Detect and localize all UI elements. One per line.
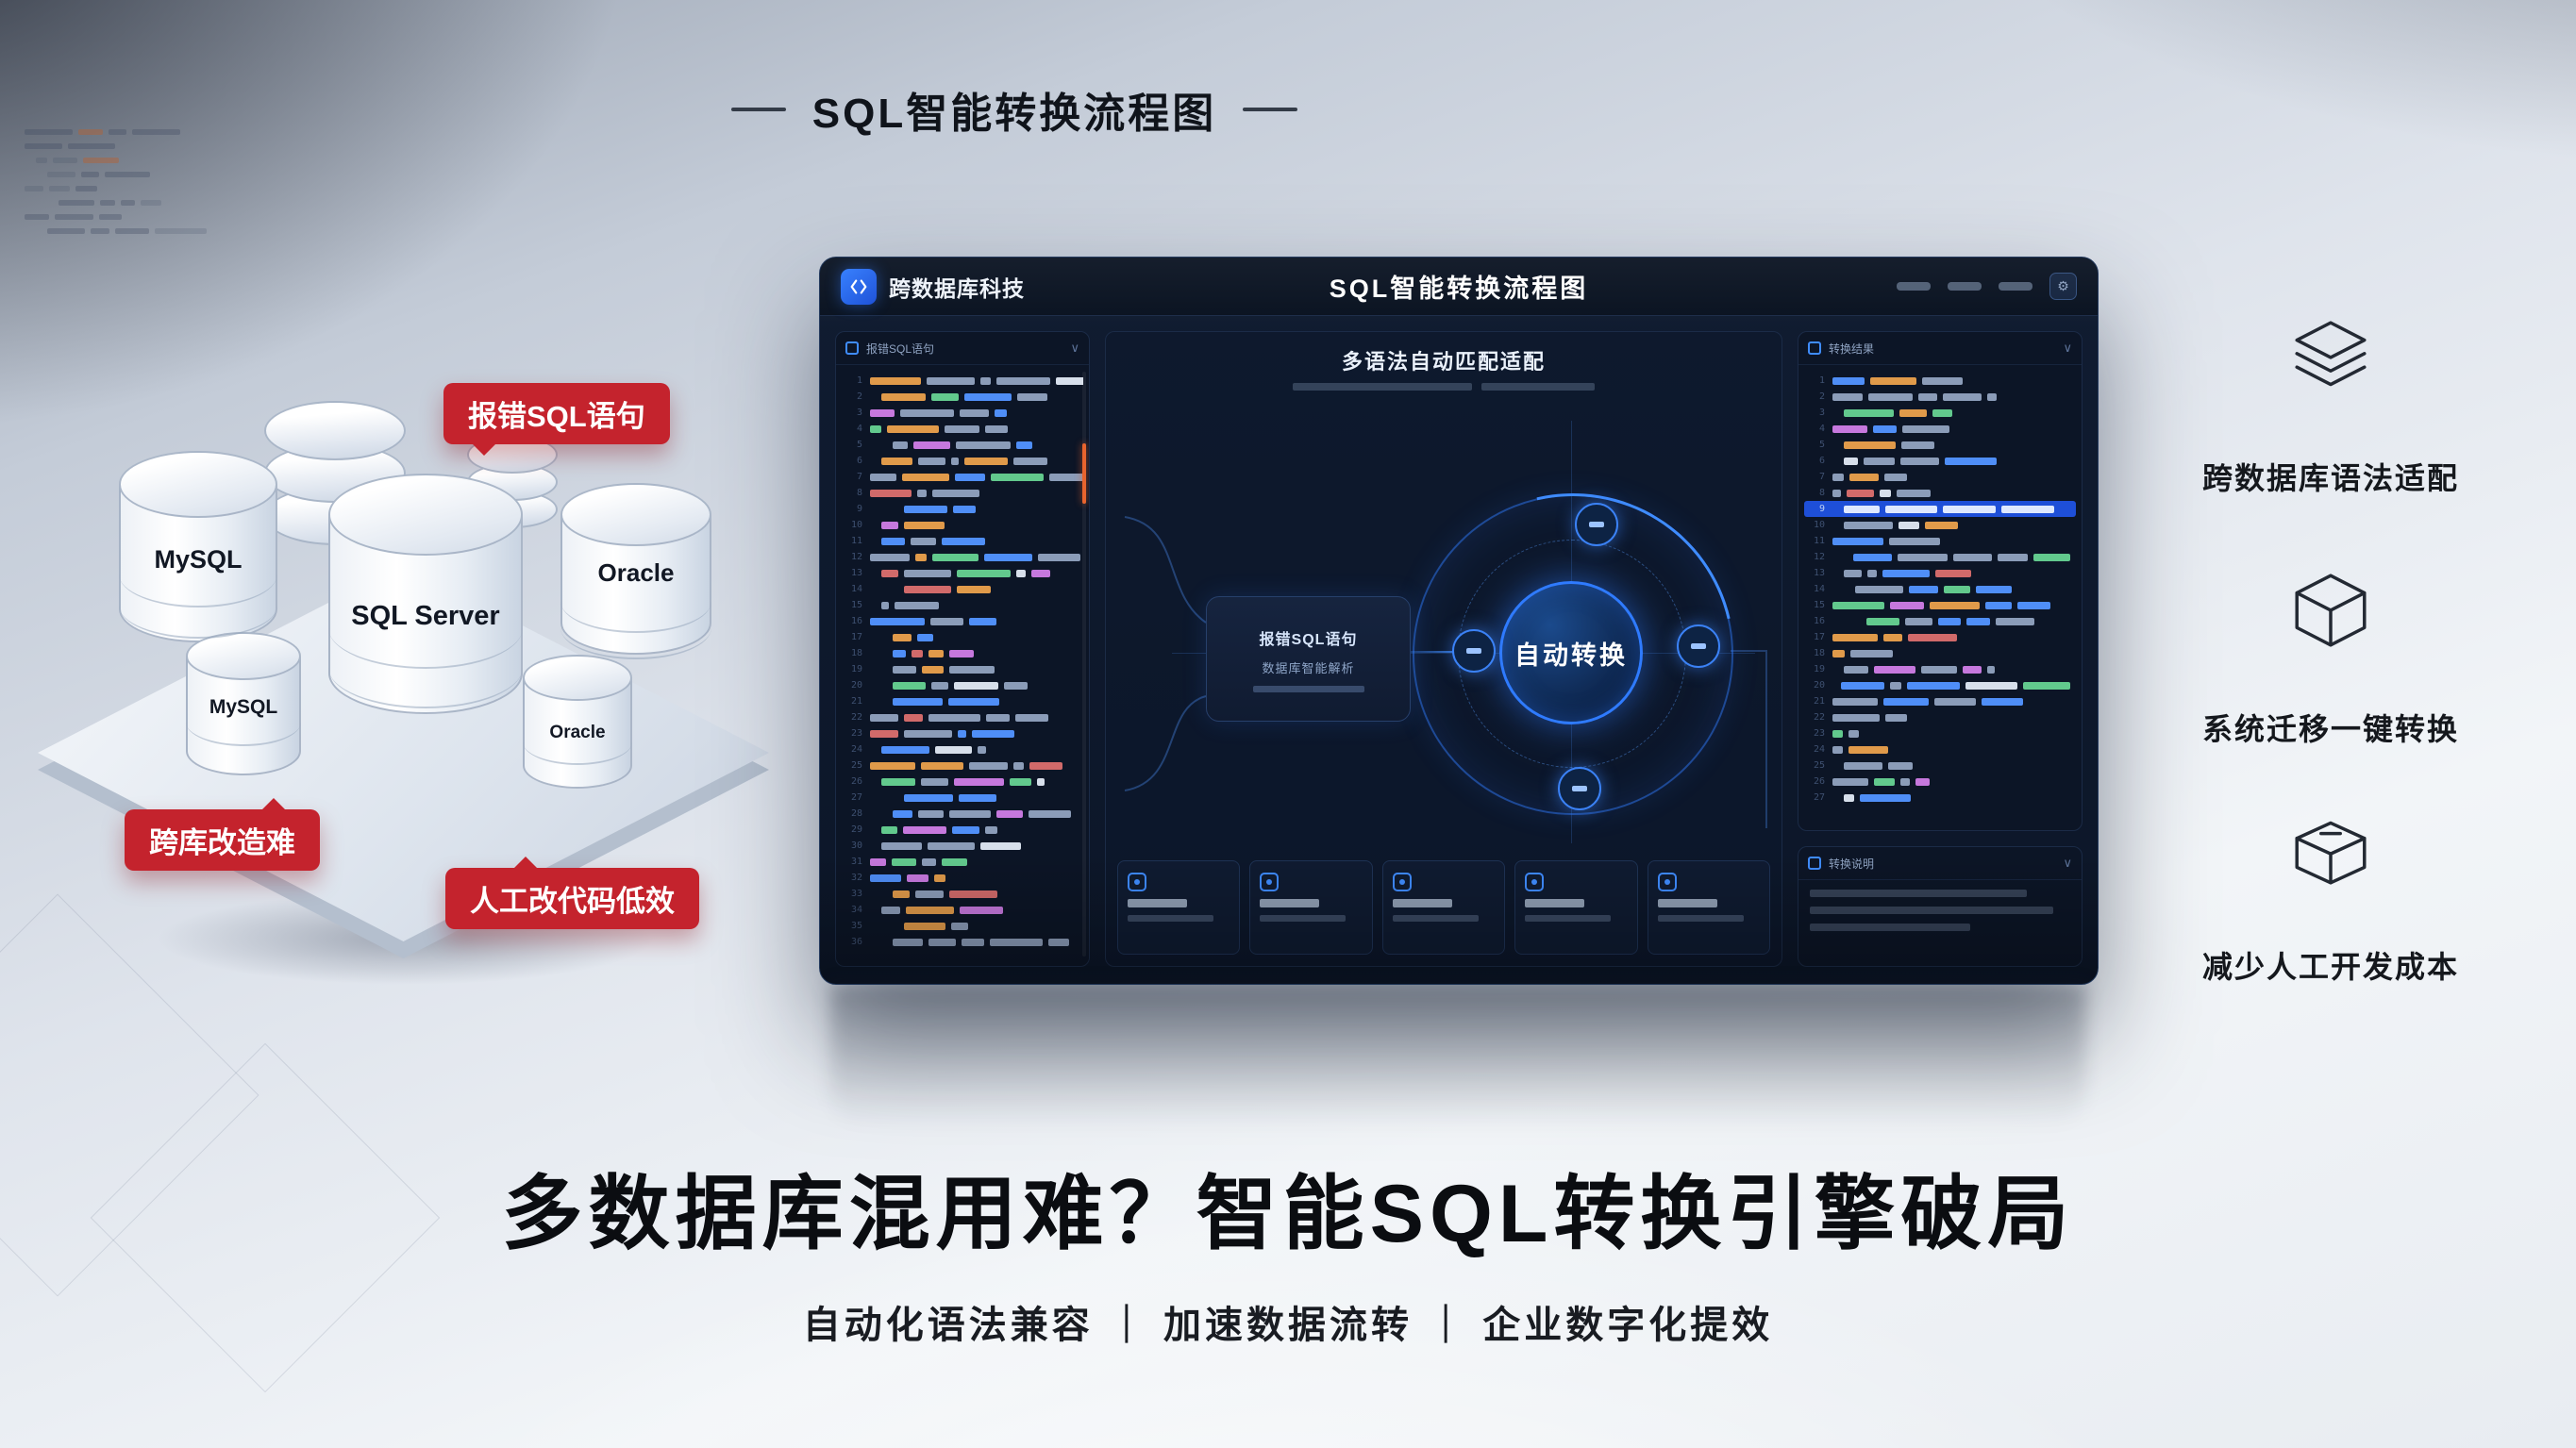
diagram-node-top — [1575, 503, 1618, 546]
top-title-block: SQL智能转换流程图 — [543, 81, 1486, 138]
gear-icon[interactable]: ⚙ — [2049, 273, 2077, 300]
callout-badge-cross-db: 跨库改造难 — [125, 798, 320, 871]
db-label: Oracle — [549, 723, 606, 742]
flow-panel-subtitle-bars — [1106, 383, 1781, 391]
conversion-diagram: 报错SQL语句 数据库智能解析 自动转换 — [1106, 413, 1781, 851]
feature-one-key-migrate: 系统迁移一键转换 — [2175, 568, 2486, 749]
result-detail-panel: 转换说明 ∨ — [1798, 846, 2083, 967]
feature-label: 跨数据库语法适配 — [2201, 461, 2459, 495]
feature-syntax-adapt: 跨数据库语法适配 — [2175, 317, 2486, 498]
db-label: SQL Server — [351, 601, 500, 631]
feature-card[interactable] — [1514, 860, 1638, 955]
db-label: MySQL — [154, 545, 243, 574]
feature-reduce-cost: 减少人工开发成本 — [2175, 806, 2486, 987]
diagram-core-node: 自动转换 — [1499, 581, 1643, 724]
result-panel-header: 转换结果 ∨ — [1798, 332, 2082, 365]
diagram-input-box: 报错SQL语句 数据库智能解析 — [1206, 596, 1411, 722]
background-code-texture — [25, 125, 383, 238]
scrollbar[interactable] — [1082, 372, 1086, 957]
window-header: 跨数据库科技 SQL智能转换流程图 ⚙ — [820, 258, 2098, 316]
feature-label: 减少人工开发成本 — [2201, 950, 2459, 984]
layers-icon — [2295, 321, 2367, 387]
source-panel-title: 报错SQL语句 — [866, 341, 935, 356]
file-icon — [845, 341, 859, 355]
window-menu: ⚙ — [1897, 273, 2077, 300]
detail-text-bar — [1810, 907, 2053, 914]
db-label: Oracle — [597, 558, 675, 587]
feature-card[interactable] — [1249, 860, 1373, 955]
menu-item[interactable] — [1897, 282, 1931, 291]
db-label: MySQL — [209, 696, 278, 718]
core-label: 自动转换 — [1514, 641, 1628, 670]
file-icon — [1808, 857, 1821, 870]
menu-item[interactable] — [1948, 282, 1982, 291]
detail-text-bar — [1810, 924, 1970, 931]
page-title: SQL智能转换流程图 — [811, 91, 1217, 137]
conversion-flow-panel: 多语法自动匹配适配 报错SQL语句 数据库智能解析 — [1105, 331, 1782, 967]
title-rule-right — [1243, 108, 1298, 111]
footer-headline: 多数据库混用难？智能SQL转换引擎破局 — [501, 1169, 2075, 1259]
open-box-icon — [2295, 821, 2367, 885]
window-reflection — [830, 985, 2085, 1126]
flow-panel-title: 多语法自动匹配适配 — [1341, 350, 1546, 374]
callout-badge-error-sql: 报错SQL语句 — [443, 383, 670, 456]
detail-panel-header: 转换说明 ∨ — [1798, 847, 2082, 880]
input-box-line1: 报错SQL语句 — [1259, 631, 1358, 648]
menu-item[interactable] — [1999, 282, 2032, 291]
title-rule-left — [730, 108, 786, 111]
diagram-connector-line — [1389, 651, 1474, 653]
scrollbar-thumb[interactable] — [1082, 443, 1086, 504]
feature-label: 系统迁移一键转换 — [2201, 712, 2459, 746]
brand-name: 跨数据库科技 — [889, 275, 1025, 301]
cube-icon — [2295, 574, 2367, 647]
chevron-down-icon[interactable]: ∨ — [2063, 341, 2072, 355]
file-icon — [1808, 341, 1821, 355]
result-panel-title: 转换结果 — [1829, 341, 1875, 356]
feature-card[interactable] — [1117, 860, 1241, 955]
feature-cards-row — [1117, 860, 1771, 955]
callout-badge-manual-cost: 人工改代码低效 — [445, 857, 699, 929]
detail-panel-title: 转换说明 — [1829, 857, 1875, 871]
input-box-bar — [1252, 685, 1364, 692]
footer-subline: 自动化语法兼容 ｜ 加速数据流转 ｜ 企业数字化提效 — [802, 1305, 1774, 1346]
connector-traces — [1124, 516, 1767, 828]
logo-icon — [841, 268, 877, 305]
diagram-outer-ring — [1413, 494, 1733, 815]
card-icon — [1525, 873, 1545, 891]
diagram-node-bottom — [1558, 767, 1601, 810]
chevron-down-icon[interactable]: ∨ — [1070, 341, 1079, 355]
detail-text-bar — [1810, 890, 2027, 897]
diagram-node-right — [1677, 624, 1720, 668]
source-panel-header: 报错SQL语句 ∨ — [836, 332, 1089, 365]
feature-card[interactable] — [1381, 860, 1506, 955]
feature-card[interactable] — [1647, 860, 1771, 955]
database-illustration: MySQL SQL Server Oracle MySQL Oracle 报错S… — [0, 311, 811, 1000]
card-icon — [1392, 873, 1412, 891]
card-icon — [1657, 873, 1677, 891]
input-box-line2: 数据库智能解析 — [1262, 660, 1355, 675]
diagram-node-left — [1452, 629, 1496, 673]
window-title: SQL智能转换流程图 — [1329, 275, 1589, 303]
card-icon — [1128, 873, 1146, 891]
chevron-down-icon[interactable]: ∨ — [2063, 856, 2072, 870]
card-icon — [1260, 873, 1280, 891]
